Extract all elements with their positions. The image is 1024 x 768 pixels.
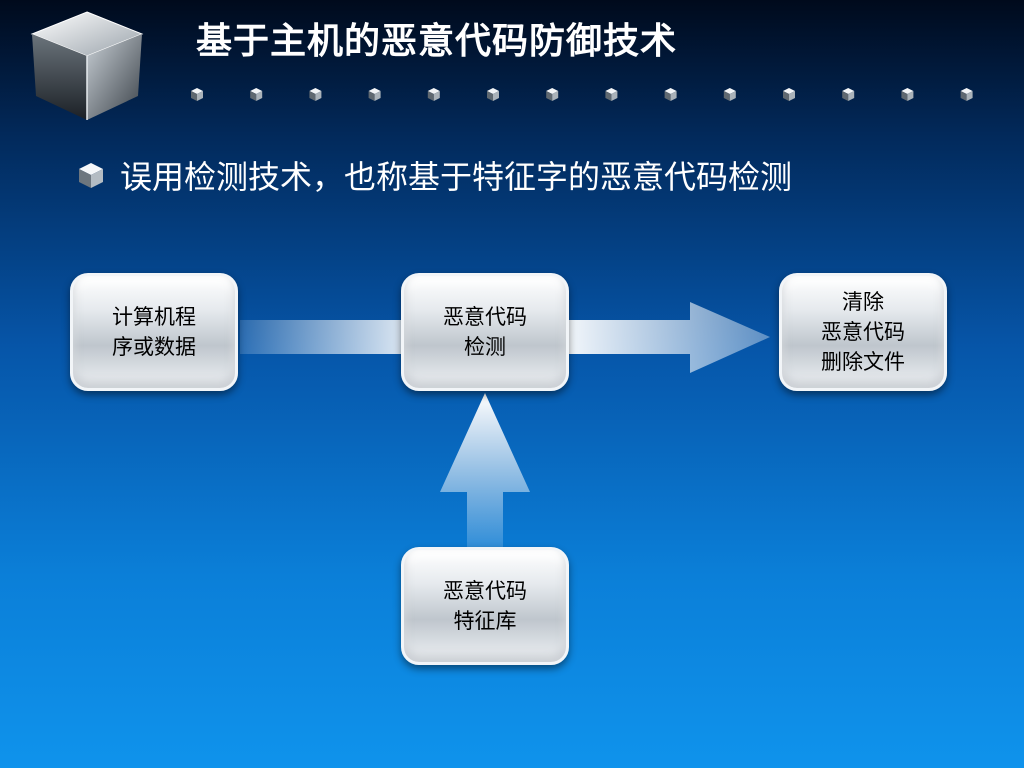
small-cube-icon [901,88,914,101]
cube-bullet-icon [79,163,103,188]
bullet-text: 误用检测技术，也称基于特征字的恶意代码检测 [120,158,793,196]
small-cube-icon [368,88,381,101]
node-detect-line-2: 检测 [464,335,506,359]
node-detect-line-1: 恶意代码 [443,305,527,329]
bullet-item: 误用检测技术，也称基于特征字的恶意代码检测 [76,152,792,198]
small-cube-icon [960,88,973,101]
node-signature-db-line-2: 特征库 [453,609,517,633]
arrow-input-to-detect [240,320,402,354]
small-cube-icon [546,88,559,101]
node-clean-line-1: 清除 [842,290,884,314]
node-clean: 清除 恶意代码 删除文件 [779,273,947,391]
small-cube-icon [664,88,677,101]
node-input: 计算机程 序或数据 [70,273,238,391]
separator-row [191,88,973,101]
small-cube-icon [723,88,736,101]
small-cube-icon [309,88,322,101]
node-signature-db: 恶意代码 特征库 [401,547,569,665]
small-cube-icon [487,88,499,101]
slide-title: 基于主机的恶意代码防御技术 [196,21,678,62]
arrow-signature-to-detect [440,393,530,548]
node-clean-line-3: 删除文件 [821,350,905,374]
node-signature-db-line-1: 恶意代码 [443,579,527,603]
node-input-line-2: 序或数据 [112,335,196,359]
node-clean-line-2: 恶意代码 [821,320,905,344]
node-input-line-1: 计算机程 [112,305,196,329]
small-cube-icon [191,88,203,101]
node-detect: 恶意代码 检测 [401,273,569,391]
small-cube-icon [842,88,855,101]
silver-cube-icon [30,11,144,120]
small-cube-icon [783,88,795,101]
arrow-detect-to-clean [568,302,770,373]
small-cube-icon [427,88,440,101]
small-cube-icon [605,88,618,101]
